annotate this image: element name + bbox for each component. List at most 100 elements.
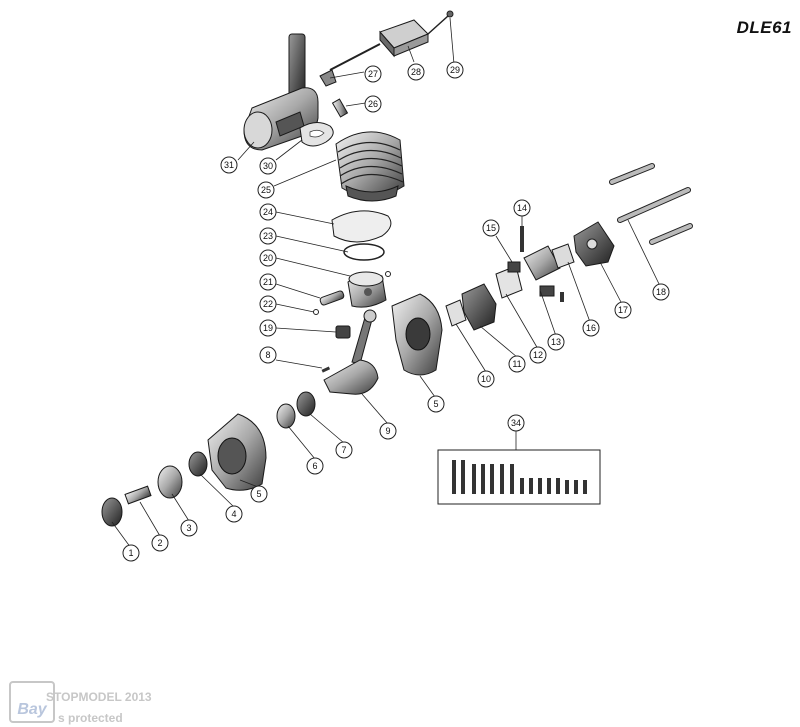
- part-cylinder: [335, 131, 405, 202]
- part-crankcase-left: [207, 413, 267, 491]
- svg-text:Bay: Bay: [17, 701, 47, 718]
- svg-text:15: 15: [486, 223, 496, 233]
- svg-text:20: 20: [263, 253, 273, 263]
- svg-text:8: 8: [265, 350, 270, 360]
- svg-text:14: 14: [517, 203, 527, 213]
- part-needle-bearing: [335, 325, 351, 339]
- callout-24: 24: [259, 203, 277, 221]
- svg-text:21: 21: [263, 277, 273, 287]
- part-ignition: [319, 10, 454, 87]
- part-carb-spacer: [551, 243, 575, 269]
- callout-29: 29: [446, 61, 464, 79]
- svg-text:5: 5: [433, 399, 438, 409]
- callout-6: 6: [306, 457, 324, 475]
- callout-16: 16: [582, 319, 600, 337]
- callout-2: 2: [151, 534, 169, 552]
- part-screw-set: [437, 449, 601, 505]
- svg-text:17: 17: [618, 305, 628, 315]
- svg-text:23: 23: [263, 231, 273, 241]
- part-crankcase-right: [391, 293, 443, 376]
- watermark-logo: Bay: [9, 681, 55, 723]
- callout-27: 27: [364, 65, 382, 83]
- callout-3: 3: [180, 519, 198, 537]
- callout-5b: 5: [427, 395, 445, 413]
- watermark-copyright: STOPMODEL 2013: [46, 690, 152, 704]
- part-piston-ring: [343, 243, 385, 261]
- callout-13: 13: [547, 333, 565, 351]
- callout-14: 14: [513, 199, 531, 217]
- callout-12: 12: [529, 346, 547, 364]
- svg-text:10: 10: [481, 374, 491, 384]
- part-spark-plug: [331, 98, 349, 118]
- svg-text:4: 4: [231, 509, 236, 519]
- callout-5a: 5: [250, 485, 268, 503]
- part-cylinder-gasket: [331, 210, 392, 243]
- part-bushing: [276, 403, 296, 429]
- part-prop-hub: [101, 497, 123, 527]
- svg-text:9: 9: [385, 426, 390, 436]
- part-standoffs: [609, 163, 693, 245]
- part-muffler: [243, 33, 319, 151]
- callout-30: 30: [259, 157, 277, 175]
- callout-22: 22: [259, 295, 277, 313]
- svg-text:26: 26: [368, 99, 378, 109]
- callout-34: 34: [507, 414, 525, 432]
- svg-text:2: 2: [157, 538, 162, 548]
- part-reed-valve: [507, 261, 521, 273]
- part-drive-washer: [157, 465, 183, 499]
- svg-text:11: 11: [512, 359, 521, 369]
- part-clip: [385, 271, 391, 277]
- svg-text:12: 12: [533, 350, 543, 360]
- part-carb-gasket: [445, 299, 467, 327]
- callout-28: 28: [407, 63, 425, 81]
- callout-7: 7: [335, 441, 353, 459]
- part-prop-shaft: [124, 485, 152, 505]
- part-reed: [520, 226, 524, 252]
- leader-lines: [111, 17, 661, 549]
- callout-10: 10: [477, 370, 495, 388]
- part-intake: [523, 245, 564, 302]
- callout-9: 9: [379, 422, 397, 440]
- part-bearing-rear: [296, 391, 316, 417]
- part-carburetor: [573, 221, 615, 267]
- svg-text:34: 34: [511, 418, 521, 428]
- part-bearing-front: [188, 451, 208, 477]
- svg-text:16: 16: [586, 323, 596, 333]
- svg-text:13: 13: [551, 337, 561, 347]
- callout-17: 17: [614, 301, 632, 319]
- part-key: [321, 366, 331, 373]
- svg-text:18: 18: [656, 287, 666, 297]
- svg-text:3: 3: [186, 523, 191, 533]
- svg-text:22: 22: [263, 299, 273, 309]
- svg-text:7: 7: [341, 445, 346, 455]
- callout-23: 23: [259, 227, 277, 245]
- watermark-rights: s protected: [58, 711, 123, 725]
- callout-19: 19: [259, 319, 277, 337]
- svg-text:31: 31: [224, 160, 234, 170]
- callout-8: 8: [259, 346, 277, 364]
- callout-1: 1: [122, 544, 140, 562]
- callout-21: 21: [259, 273, 277, 291]
- svg-text:24: 24: [263, 207, 273, 217]
- part-crankshaft: [323, 309, 379, 395]
- callout-15: 15: [482, 219, 500, 237]
- svg-text:5: 5: [256, 489, 261, 499]
- callout-4: 4: [225, 505, 243, 523]
- callout-26: 26: [364, 95, 382, 113]
- callout-20: 20: [259, 249, 277, 267]
- callout-11: 11: [508, 355, 526, 373]
- svg-text:28: 28: [411, 67, 421, 77]
- svg-text:1: 1: [128, 548, 133, 558]
- part-reed-block: [461, 283, 497, 331]
- part-piston: [347, 271, 387, 308]
- callout-25: 25: [257, 181, 275, 199]
- part-muffler-gasket: [299, 122, 334, 147]
- callout-31: 31: [220, 156, 238, 174]
- svg-text:19: 19: [263, 323, 273, 333]
- model-title: DLE61: [736, 18, 792, 37]
- svg-text:29: 29: [450, 65, 460, 75]
- part-piston-pin: [319, 290, 345, 306]
- svg-text:6: 6: [312, 461, 317, 471]
